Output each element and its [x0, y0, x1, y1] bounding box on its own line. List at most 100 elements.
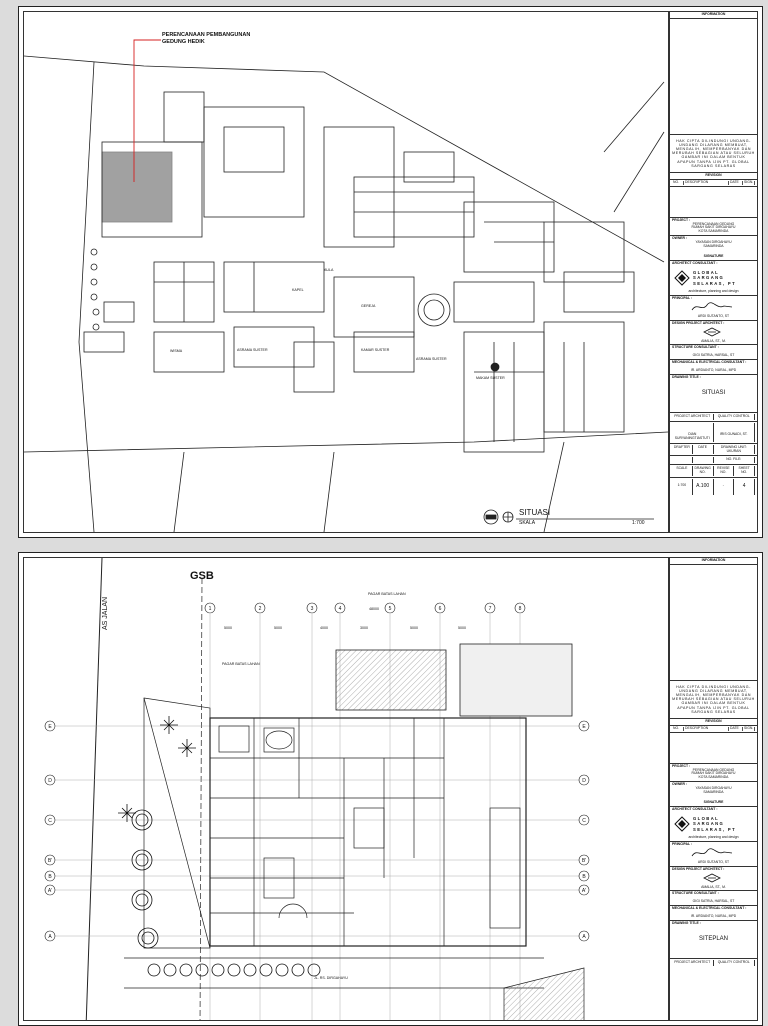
structure-name: GIGI SATRIA, HARSAL, ST — [692, 899, 735, 904]
tb-mep: MECHANICAL & ELECTRICAL CONSULTANT : IR.… — [670, 360, 757, 376]
rev-col-date: DATE — [729, 726, 743, 731]
project-line-3: KOTA SAMARINDA — [698, 775, 729, 780]
label-kamar-suster: KAMAR SUSTER — [361, 348, 390, 352]
tb-information: INFORMATION — [670, 12, 757, 19]
signature-icon — [703, 327, 721, 337]
tb2-rev-space — [670, 733, 757, 764]
grid-col-label: 8 — [519, 606, 522, 612]
site-situation-plan: PERENCANAAN PEMBANGUNAN GEDUNG HEDIK KAP… — [23, 11, 669, 533]
label-aula: AULA — [324, 268, 334, 272]
drawing-title: SITEPLAN — [698, 935, 728, 942]
grid-col-label: 4 — [339, 606, 342, 612]
grid-row-label: A' — [48, 888, 52, 894]
grid-row-bubble-B': B' — [44, 854, 56, 866]
grid-row-bubble-E: E — [578, 720, 590, 732]
callout-line-2: GEDUNG HEDIK — [162, 38, 205, 45]
tb-drafter-row: DRAFTER DATE DRAWING UNIT: UKURAN — [670, 444, 757, 457]
rev-col-desc: DESCRIPTION — [684, 726, 729, 731]
tb2-owner: OWNER : YAYASAN DIRGAHAYU SAMARINDA SIGN… — [670, 782, 757, 807]
rev-col-sign: SIGN. — [744, 725, 755, 731]
firm-name-2: SARGANG — [693, 275, 725, 281]
title-block: INFORMATION HAK CIPTA DILINDUNGI UNDANG-… — [669, 11, 758, 533]
grid-row-label: B — [582, 874, 586, 880]
grid-col-bubble-1: 1 — [204, 602, 216, 614]
rev-col-no: NO. — [672, 726, 684, 731]
drawing-no-value: A.100 — [693, 479, 714, 495]
scale-head: SCALE — [672, 466, 693, 477]
file-head: NO. FILE: — [714, 457, 755, 464]
principal-label: PRINCIPAL : — [672, 842, 693, 847]
tb-blank — [670, 19, 757, 135]
project-line-2: RUMAH SAKIT DIRGAHAYU — [691, 225, 736, 230]
total-dim: 48000 — [369, 607, 379, 611]
structure-name: GIGI SATRIA, HARSAL, ST — [692, 353, 735, 358]
tb-revision: REVISION — [670, 173, 757, 180]
dim-3: 4000 — [320, 626, 328, 630]
tb2-drawing-title: DRAWING TITLE : SITEPLAN — [670, 921, 757, 959]
tb2-architect: ARCHITECT CONSULTANT : GLOBAL SARGANG SE… — [670, 807, 757, 843]
qc-head: QUALITY CONTROL — [714, 413, 755, 420]
scale-value: 1:700 — [672, 479, 693, 495]
callout-line-1: PERENCANAAN PEMBANGUNAN — [162, 32, 251, 38]
firm-name-3: SELARAS, PT — [693, 280, 737, 286]
grid-row-bubble-A: A — [578, 930, 590, 942]
tb-structure: STRUCTURE CONSULTANT : GIGI SATRIA, HARS… — [670, 345, 757, 361]
design-name: AMALIA, ST., M. — [701, 884, 726, 889]
principal-label: PRINCIPAL : — [672, 296, 693, 301]
grid-row-bubble-B: B — [578, 870, 590, 882]
qc-name: IRIS GUNADI, ST. — [714, 422, 755, 442]
grid-row-bubble-B: B — [44, 870, 56, 882]
tb2-structure: STRUCTURE CONSULTANT : GIGI SATRIA, HARS… — [670, 891, 757, 907]
owner-line-1: YAYASAN DIRGAHAYU — [695, 240, 732, 245]
grid-col-bubble-8: 8 — [514, 602, 526, 614]
grid-row-bubble-D: D — [44, 774, 56, 786]
firm-logo-icon — [674, 816, 690, 832]
grid-row-label: D — [582, 778, 586, 784]
mep-name: IR. ARDIANTO, NURAL, MPD — [690, 914, 737, 919]
tb2-pa-qc-head: PROJECT ARCHITECT QUALITY CONTROL — [670, 959, 757, 967]
tb-scale-head: SCALE DRAWING NO. REVISE NO. SHEET NO. — [670, 465, 757, 479]
label-asrama-suster: ASRAMA SUSTER — [237, 348, 268, 352]
gsb-label: GSB — [190, 570, 214, 582]
grid-col-label: 6 — [439, 606, 442, 612]
firm-name-1: GLOBAL — [693, 815, 720, 821]
drawing-sheet-situasi: PERENCANAAN PEMBANGUNAN GEDUNG HEDIK KAP… — [18, 6, 763, 538]
grid-row-label: C — [582, 818, 586, 824]
road-label: JL. RS. DIRGAHAYU — [314, 976, 348, 980]
grid-col-bubble-2: 2 — [254, 602, 266, 614]
revise-no-head: REVISE NO. — [714, 466, 735, 477]
tb-pa-qc-head: PROJECT ARCHITECT QUALITY CONTROL — [670, 413, 757, 422]
project-label: PROJECT : — [672, 217, 691, 222]
dim-2: 5000 — [274, 626, 282, 630]
owner-label: OWNER : — [672, 236, 688, 241]
firm-name-1: GLOBAL — [693, 269, 720, 275]
grid-col-bubble-7: 7 — [484, 602, 496, 614]
tb-architect: ARCHITECT CONSULTANT : GLOBAL SARGANG SE… — [670, 260, 757, 297]
grid-row-label: A — [48, 934, 52, 940]
firm-name-2: SARGANG — [693, 821, 725, 827]
grid-col-label: 5 — [389, 606, 392, 612]
architect-label: ARCHITECT CONSULTANT : — [672, 260, 718, 265]
tb2-design: DESIGN PROJECT ARCHITECT : AMALIA, ST., … — [670, 867, 757, 892]
tb2-mep: MECHANICAL & ELECTRICAL CONSULTANT : IR.… — [670, 906, 757, 922]
unit-head: DRAWING UNIT: UKURAN — [714, 444, 755, 455]
rev-col-date: DATE — [729, 180, 743, 185]
tb2-project: PROJECT : PERENCANAAN GEDUNG RUMAH SAKIT… — [670, 764, 757, 783]
pa-head: PROJECT ARCHITECT — [672, 959, 714, 966]
grid-row-bubble-A': A' — [578, 884, 590, 896]
grid-col-bubble-5: 5 — [384, 602, 396, 614]
firm-logo-icon — [674, 270, 690, 286]
grid-col-label: 7 — [489, 606, 492, 612]
owner-line-1: YAYASAN DIRGAHAYU — [695, 786, 732, 791]
drawing-title: SITUASI — [701, 389, 726, 396]
grid-col-label: 3 — [311, 606, 314, 612]
principal-name: ARDI SUTANTO, ST — [697, 859, 730, 864]
qc-head: QUALITY CONTROL — [714, 959, 755, 966]
tb-rev-space — [670, 187, 757, 218]
label-asrama-suster-2: ASRAMA SUSTER — [416, 357, 447, 361]
grid-row-label: B — [48, 874, 52, 880]
dim-4: 3000 — [360, 626, 368, 630]
design-label: DESIGN PROJECT ARCHITECT : — [672, 866, 725, 871]
